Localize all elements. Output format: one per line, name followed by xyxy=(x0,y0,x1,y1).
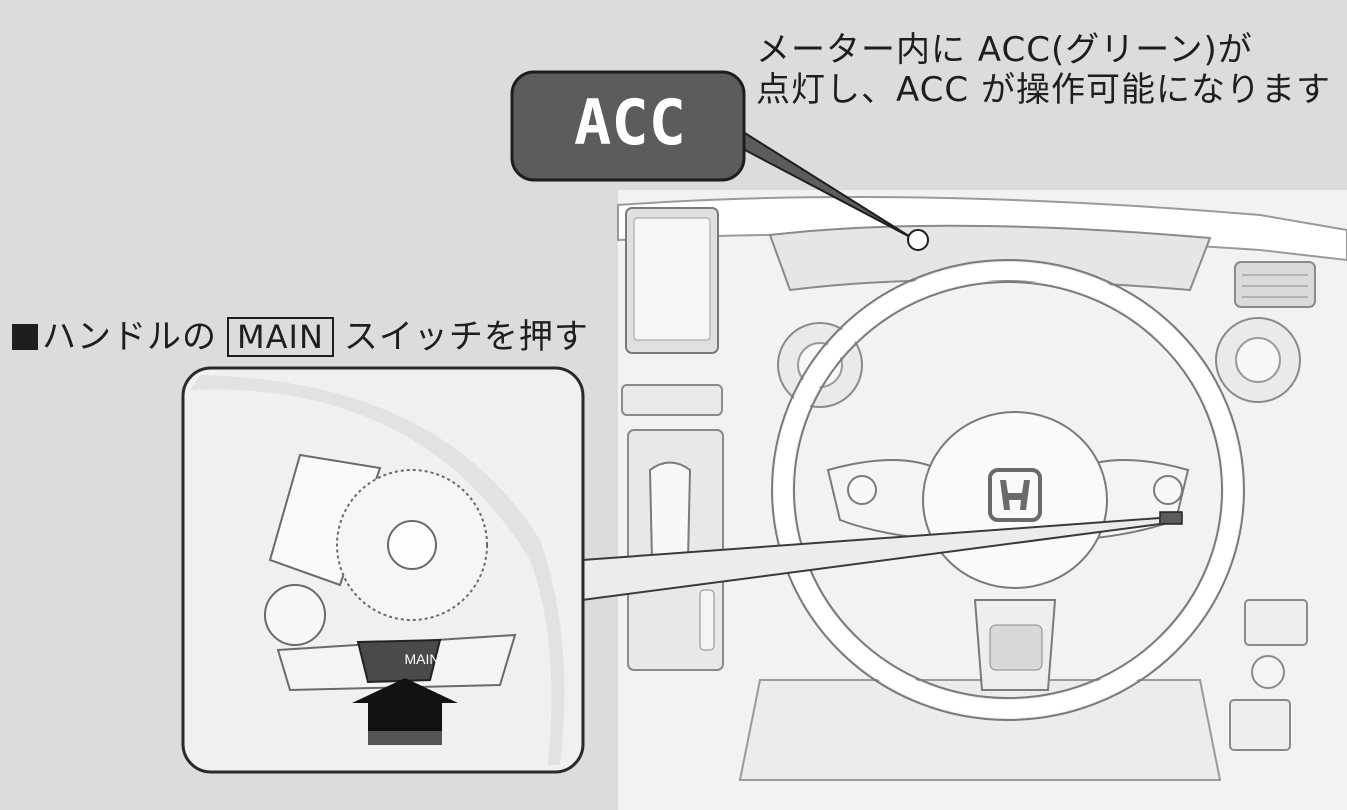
instruction-prefix: ハンドルの xyxy=(42,317,217,357)
main-instruction: ハンドルの MAIN スイッチを押す xyxy=(12,317,589,357)
press-arrow-icon xyxy=(352,678,458,738)
meter-indicator-marker xyxy=(907,229,929,251)
instruction-switch-name: MAIN xyxy=(227,317,334,357)
car-interior xyxy=(617,190,1347,810)
acc-description-line1: メーター内に ACC(グリーン)が xyxy=(756,30,1253,70)
main-switch-button xyxy=(356,638,442,684)
acc-callout xyxy=(510,70,929,251)
bullet-square-icon xyxy=(12,324,38,350)
acc-indicator-label: ACC xyxy=(574,86,686,159)
zoom-inset xyxy=(181,366,585,774)
acc-description: メーター内に ACC(グリーン)が 点灯し、ACC が操作可能になります xyxy=(756,30,1331,110)
acc-description-line2: 点灯し、ACC が操作可能になります xyxy=(756,70,1331,110)
instruction-suffix: スイッチを押す xyxy=(343,317,589,357)
main-button-label: MAIN xyxy=(404,651,440,667)
control-pad-left xyxy=(268,453,382,587)
